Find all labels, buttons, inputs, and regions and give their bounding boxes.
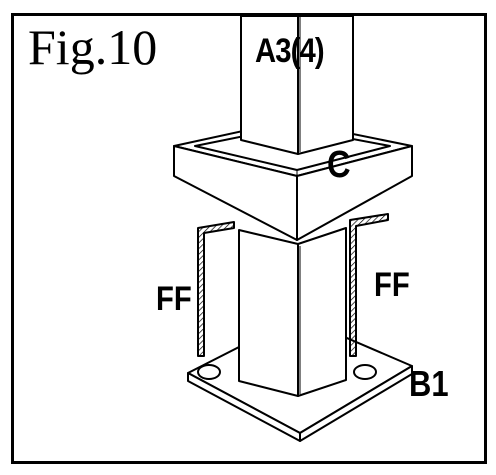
base-plate-label: B1 <box>409 363 449 404</box>
bracket-right-label: FF <box>374 266 410 304</box>
post-lower <box>238 227 347 397</box>
figure-title: Fig.10 <box>28 19 158 75</box>
post-label: A3(4) <box>255 32 325 70</box>
bolt-hole-left <box>197 364 221 380</box>
bolt-hole-right <box>353 364 377 380</box>
bracket-left <box>197 221 235 357</box>
bracket-left-label: FF <box>156 280 192 318</box>
collar-label: C <box>327 144 351 186</box>
post-upper <box>240 15 354 155</box>
bracket-right <box>349 213 389 357</box>
